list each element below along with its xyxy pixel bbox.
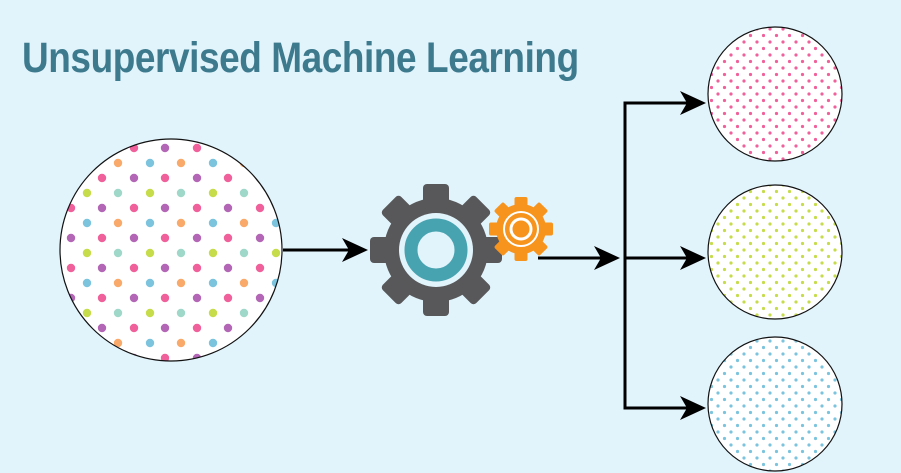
gear-icon (342, 156, 530, 344)
arrow-icon (283, 238, 368, 262)
split-arrows (538, 101, 690, 410)
cluster-circle-pink (707, 26, 843, 162)
arrow-heads (594, 91, 706, 420)
small-gear-icon (475, 183, 567, 275)
page-title: Unsupervised Machine Learning (22, 34, 579, 82)
cluster-circle-blue (707, 336, 843, 472)
cluster-circle-green (707, 184, 843, 320)
input-data-circle (59, 138, 283, 362)
